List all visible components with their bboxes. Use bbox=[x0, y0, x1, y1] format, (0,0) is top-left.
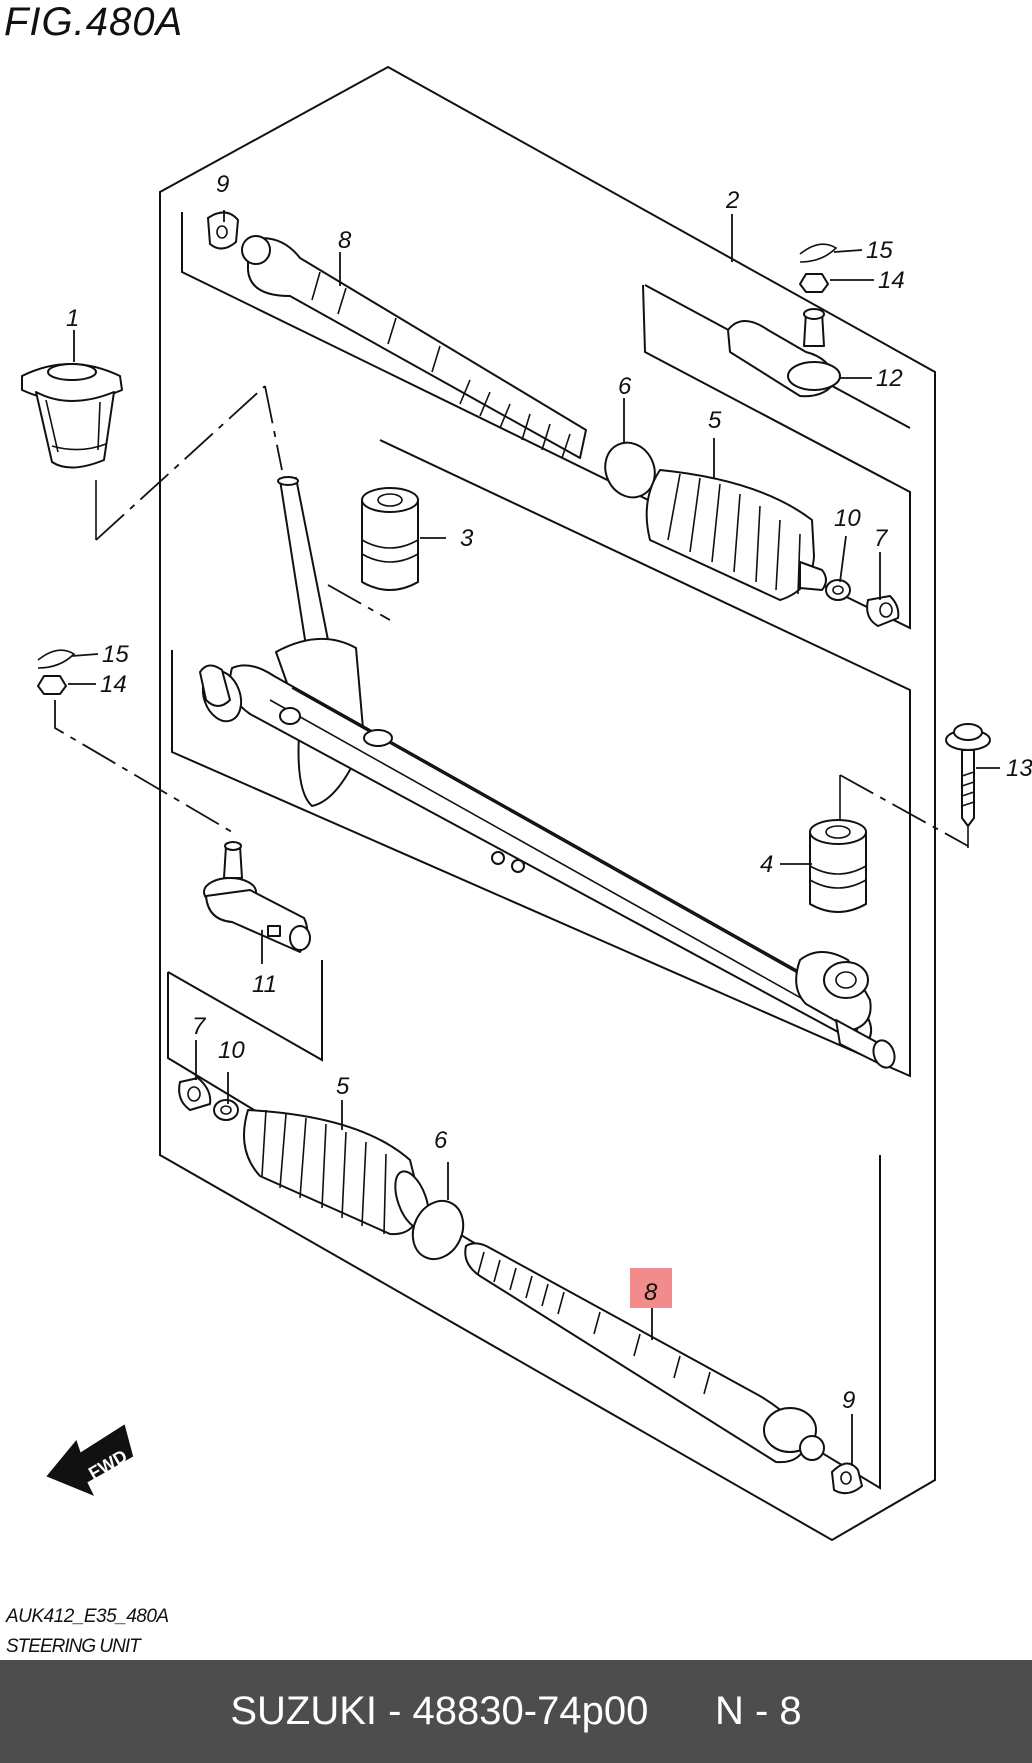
callout-7-upper: 7 bbox=[874, 525, 889, 552]
part-15-cotter-pin-left bbox=[37, 649, 76, 669]
rack-subframe bbox=[171, 439, 911, 1078]
callout-6-upper: 6 bbox=[618, 373, 632, 400]
callout-3: 3 bbox=[460, 525, 474, 552]
steering-rack-housing bbox=[199, 476, 896, 1069]
callout-2: 2 bbox=[725, 187, 739, 214]
alignment-line-1 bbox=[95, 385, 266, 541]
tie-rod-end-lower-subframe bbox=[167, 960, 323, 1062]
part-9-lock-washer-lower bbox=[831, 1462, 863, 1495]
part-1-grommet bbox=[21, 363, 123, 469]
callout-10-lower: 10 bbox=[218, 1037, 245, 1064]
steering-unit-exploded-view: FWD bbox=[21, 65, 1032, 1542]
alignment-line-2 bbox=[264, 385, 283, 471]
part-5-boot-lower bbox=[243, 1109, 430, 1236]
part-15-cotter-pin-upper bbox=[799, 243, 838, 263]
callout-10-upper: 10 bbox=[834, 505, 861, 532]
callout-4: 4 bbox=[760, 851, 773, 878]
alignment-line-4 bbox=[54, 700, 233, 833]
footer-bar: SUZUKI - 48830-74p00 N - 8 bbox=[0, 1660, 1032, 1763]
part-4-bushing bbox=[809, 819, 867, 913]
assembly-frame bbox=[159, 65, 936, 1542]
part-9-lock-washer-upper bbox=[207, 211, 239, 250]
part-11-tie-rod-end bbox=[203, 841, 311, 953]
callout-12: 12 bbox=[876, 365, 903, 392]
callout-6-lower: 6 bbox=[434, 1127, 448, 1154]
part-7-nut-upper bbox=[866, 595, 900, 627]
callout-14-left: 14 bbox=[100, 671, 127, 698]
callout-7-lower: 7 bbox=[192, 1013, 207, 1040]
part-14-nut-upper bbox=[799, 273, 829, 293]
highlight-box bbox=[630, 1268, 672, 1308]
alignment-line-3 bbox=[327, 584, 391, 621]
part-5-boot-upper bbox=[645, 469, 827, 601]
part-6-clamp-upper bbox=[604, 441, 656, 499]
part-3-bushing bbox=[361, 487, 419, 591]
alignment-line-5 bbox=[839, 774, 969, 847]
figure-name: STEERING UNIT bbox=[6, 1636, 141, 1657]
upper-subframe bbox=[181, 212, 911, 630]
part-13-bolt bbox=[945, 723, 991, 827]
part-8-inner-tie-rod-upper bbox=[241, 235, 587, 459]
parts-diagram-page: FIG.480A bbox=[4, 0, 1032, 1657]
callout-8-upper: 8 bbox=[338, 227, 352, 254]
callout-15-left: 15 bbox=[102, 641, 129, 668]
fwd-direction-arrow: FWD bbox=[46, 1424, 134, 1496]
figure-title: FIG.480A bbox=[4, 0, 184, 44]
callout-8-lower: 8 bbox=[644, 1279, 658, 1306]
callout-13: 13 bbox=[1006, 755, 1032, 782]
part-7-nut-lower bbox=[178, 1077, 212, 1111]
callout-5-upper: 5 bbox=[708, 407, 722, 434]
footer-part-info: SUZUKI - 48830-74p00 N - 8 bbox=[230, 1689, 802, 1733]
callout-9-lower: 9 bbox=[842, 1387, 855, 1414]
part-10-lock-washer-lower bbox=[213, 1099, 239, 1121]
callout-15-upper: 15 bbox=[866, 237, 893, 264]
callout-11: 11 bbox=[252, 971, 277, 998]
figure-code: AUK412_E35_480A bbox=[6, 1606, 169, 1627]
callout-9-upper: 9 bbox=[216, 171, 229, 198]
part-8-inner-tie-rod-lower bbox=[464, 1242, 825, 1464]
callout-5-lower: 5 bbox=[336, 1073, 350, 1100]
part-10-lock-washer-upper bbox=[825, 579, 851, 601]
part-14-nut-left bbox=[37, 675, 67, 695]
callout-14-upper: 14 bbox=[878, 267, 905, 294]
callout-1: 1 bbox=[66, 305, 79, 332]
part-6-clamp-lower bbox=[411, 1199, 465, 1261]
leader-lines bbox=[68, 210, 1000, 1466]
part-12-tie-rod-end bbox=[727, 308, 841, 398]
callout-labels: 1 2 3 4 5 5 6 6 7 7 8 8 9 9 10 10 11 12 … bbox=[66, 171, 1032, 1414]
